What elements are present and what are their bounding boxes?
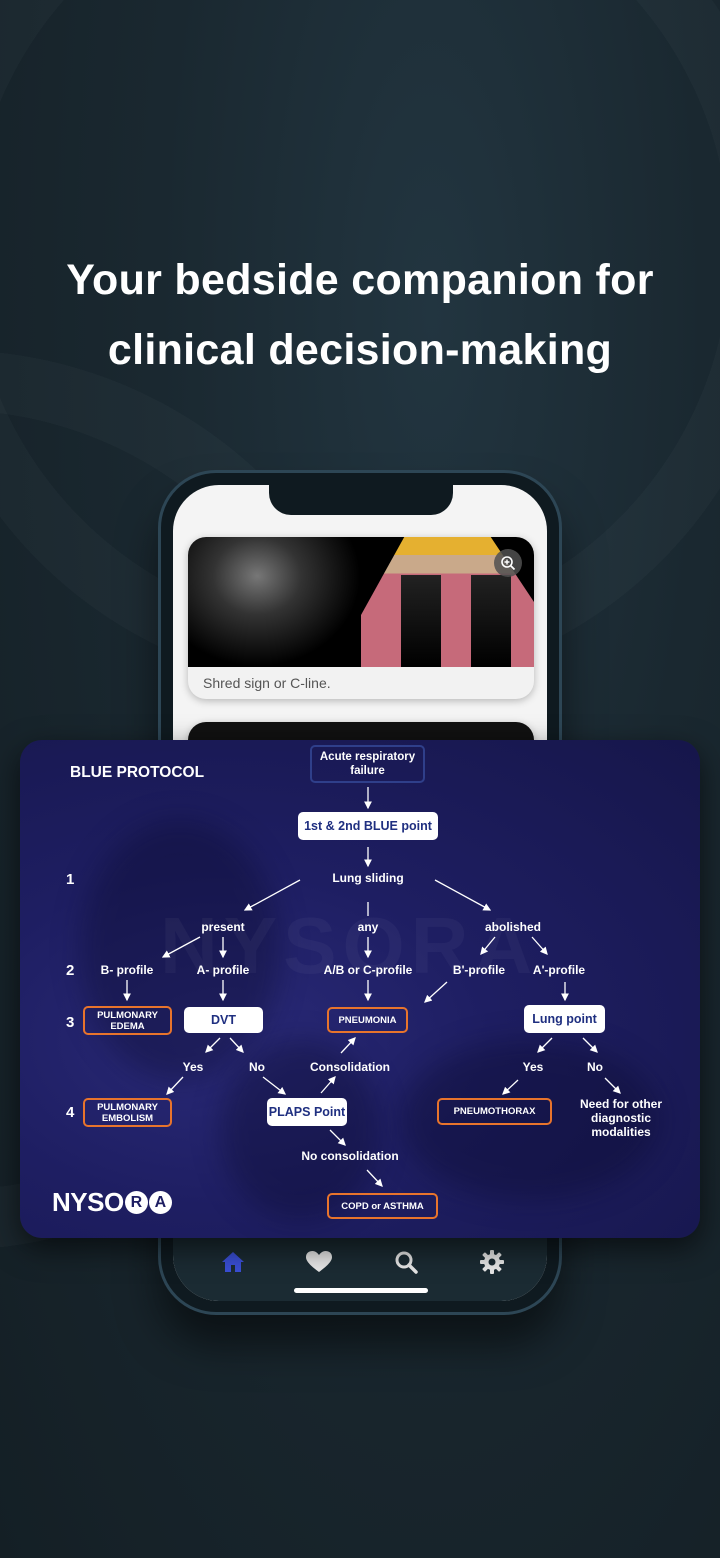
headline-line-1: Your bedside companion for [66, 256, 654, 304]
step-number: 4 [66, 1104, 75, 1121]
tab-home[interactable] [218, 1247, 248, 1277]
node-pulmonary-edema: PULMONARY EDEMA [83, 1006, 172, 1035]
heart-icon [306, 1251, 332, 1272]
label-a-prime-profile: A'-profile [532, 963, 586, 977]
headline: Your bedside companion for clinical deci… [0, 245, 720, 385]
label-yes: Yes [182, 1060, 204, 1074]
diagram-title: BLUE PROTOCOL [70, 764, 205, 781]
label-no-consolidation: No consolidation [301, 1149, 399, 1163]
node-lung-point: Lung point [524, 1005, 605, 1033]
step-number: 3 [66, 1014, 75, 1031]
tab-favorites[interactable] [304, 1247, 334, 1277]
label-consolidation: Consolidation [310, 1060, 390, 1074]
tab-bar [173, 1237, 547, 1301]
step-number: 2 [66, 962, 75, 979]
label-present: present [201, 920, 245, 934]
label-yes: Yes [522, 1060, 544, 1074]
ultrasound-image [188, 537, 361, 667]
flow-arrows [123, 787, 621, 1187]
label-b-prime-profile: B'-profile [452, 963, 506, 977]
label-any: any [357, 920, 379, 934]
label-b-profile: B- profile [100, 963, 154, 977]
label-abolished: abolished [484, 920, 542, 934]
node-dvt: DVT [184, 1007, 263, 1033]
node-pneumothorax: PNEUMOTHORAX [437, 1098, 552, 1125]
node-copd-asthma: COPD or ASTHMA [327, 1193, 438, 1219]
search-icon [395, 1251, 418, 1274]
phone-notch [269, 485, 453, 515]
gear-icon [480, 1250, 504, 1274]
step-number: 1 [66, 871, 75, 888]
tab-settings[interactable] [477, 1247, 507, 1277]
card-caption: Shred sign or C-line. [203, 675, 331, 691]
label-no: No [249, 1060, 265, 1074]
image-card[interactable]: Shred sign or C-line. [188, 537, 534, 699]
label-a-profile: A- profile [196, 963, 250, 977]
node-pulmonary-embolism: PULMONARY EMBOLISM [83, 1098, 172, 1127]
label-lung-sliding: Lung sliding [332, 871, 404, 885]
node-acute-respiratory-failure: Acute respiratory failure [310, 745, 425, 783]
tab-search[interactable] [391, 1247, 421, 1277]
headline-line-2: clinical decision-making [107, 326, 613, 374]
label-no: No [587, 1060, 603, 1074]
zoom-in-button[interactable] [494, 549, 522, 577]
node-blue-point: 1st & 2nd BLUE point [298, 812, 438, 840]
node-plaps-point: PLAPS Point [267, 1098, 347, 1126]
node-pneumonia: PNEUMONIA [327, 1007, 408, 1033]
label-other-modalities: Need for other diagnostic modalities [579, 1097, 662, 1139]
zoom-in-icon [501, 556, 516, 571]
home-indicator [294, 1288, 428, 1293]
home-icon [222, 1252, 244, 1272]
label-ab-c-profile: A/B or C-profile [323, 963, 413, 977]
